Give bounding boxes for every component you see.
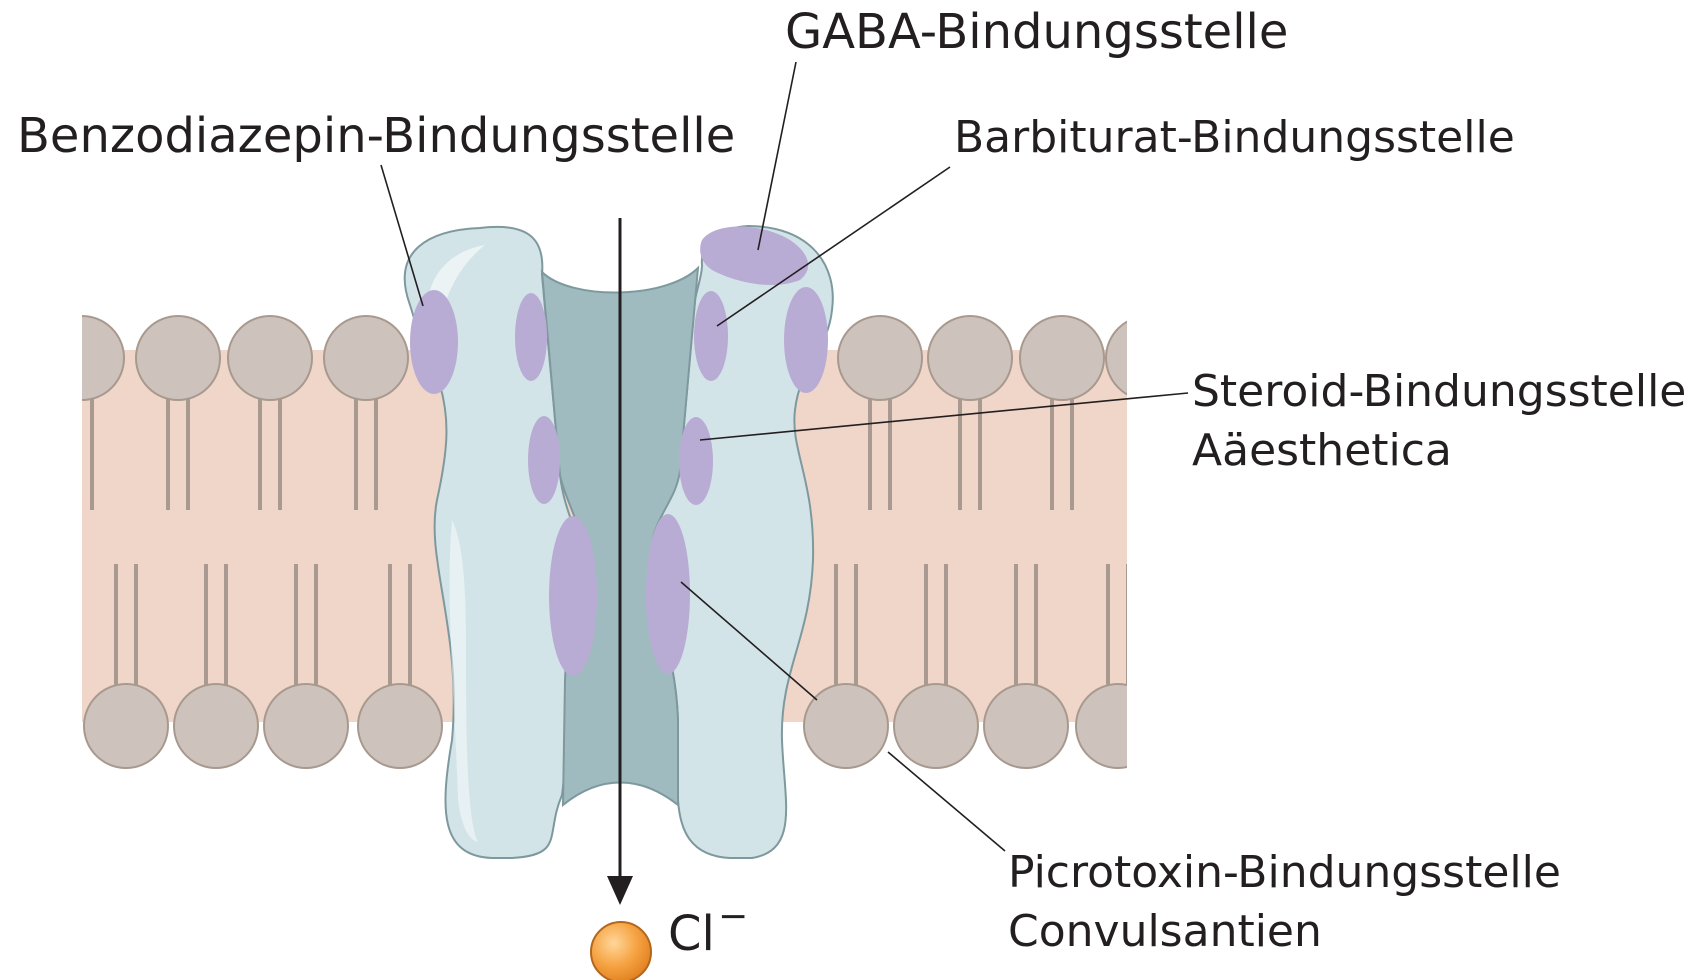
lipid-head: [1020, 316, 1104, 400]
lipid-head: [324, 316, 408, 400]
label-benzodiazepine-binding-site: Benzodiazepin-Bindungsstelle: [17, 108, 735, 164]
lipid-head: [228, 316, 312, 400]
lipid-head: [1106, 316, 1190, 400]
lipid-head: [838, 316, 922, 400]
binding-site-left-lower: [549, 516, 597, 676]
label-chloride-ion: Cl: [668, 906, 715, 962]
lipid-head: [136, 316, 220, 400]
binding-site-right-outer: [784, 287, 828, 393]
binding-site-steroid: [679, 417, 713, 505]
binding-site-left-middle: [528, 416, 560, 504]
leader-benzodiazepine: [381, 165, 423, 306]
lipid-head: [174, 684, 258, 768]
lipid-head: [1076, 684, 1160, 768]
label-barbiturate-binding-site: Barbiturat-Bindungsstelle: [954, 112, 1515, 163]
label-convulsants: Convulsantien: [1008, 906, 1322, 957]
binding-site-left-upper: [515, 293, 547, 381]
binding-site-benzodiazepine: [410, 290, 458, 394]
label-chloride-charge: −: [718, 896, 748, 937]
binding-site-barbiturate: [694, 291, 728, 381]
label-anesthetics: Aäesthetica: [1192, 425, 1452, 476]
label-gaba-binding-site: GABA-Bindungsstelle: [785, 4, 1288, 60]
lipid-head: [264, 684, 348, 768]
lipid-head: [894, 684, 978, 768]
lipid-head: [928, 316, 1012, 400]
ion-flow-arrow-head: [607, 876, 633, 905]
label-steroid-binding-site: Steroid-Bindungsstelle: [1192, 366, 1686, 417]
label-picrotoxin-binding-site: Picrotoxin-Bindungsstelle: [1008, 847, 1561, 898]
lipid-head: [984, 684, 1068, 768]
lipid-head: [40, 316, 124, 400]
lipid-head: [804, 684, 888, 768]
chloride-ion: [591, 922, 651, 980]
lipid-head: [358, 684, 442, 768]
binding-site-picrotoxin: [646, 514, 690, 674]
lipid-head: [84, 684, 168, 768]
leader-gaba: [758, 62, 796, 250]
